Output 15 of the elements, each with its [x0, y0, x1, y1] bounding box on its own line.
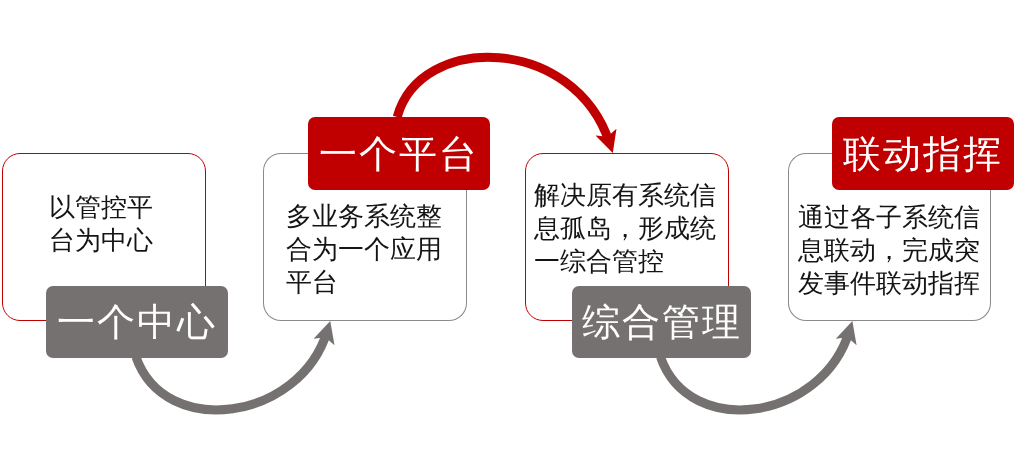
heading-tag [46, 286, 228, 358]
tag-heading: 一个平台 [319, 131, 479, 176]
heading-tag [308, 117, 490, 190]
card-description: 以管控平台为中心 [49, 191, 154, 257]
curved-arrow [656, 321, 855, 415]
curved-arrow [131, 321, 333, 415]
heading-tag [832, 117, 1014, 190]
heading-tag [572, 286, 751, 358]
tag-heading: 联动指挥 [843, 131, 1003, 176]
tag-heading: 一个中心 [57, 300, 217, 344]
card-description: 解决原有系统信息孤岛，形成统一综合管控 [534, 179, 717, 278]
tag-heading: 综合管理 [581, 300, 742, 344]
card-description: 通过各子系统信息联动，完成突发事件联动指挥 [798, 201, 981, 300]
curved-arrow [393, 53, 615, 153]
card-description: 多业务系统整合为一个应用平台 [286, 200, 443, 299]
